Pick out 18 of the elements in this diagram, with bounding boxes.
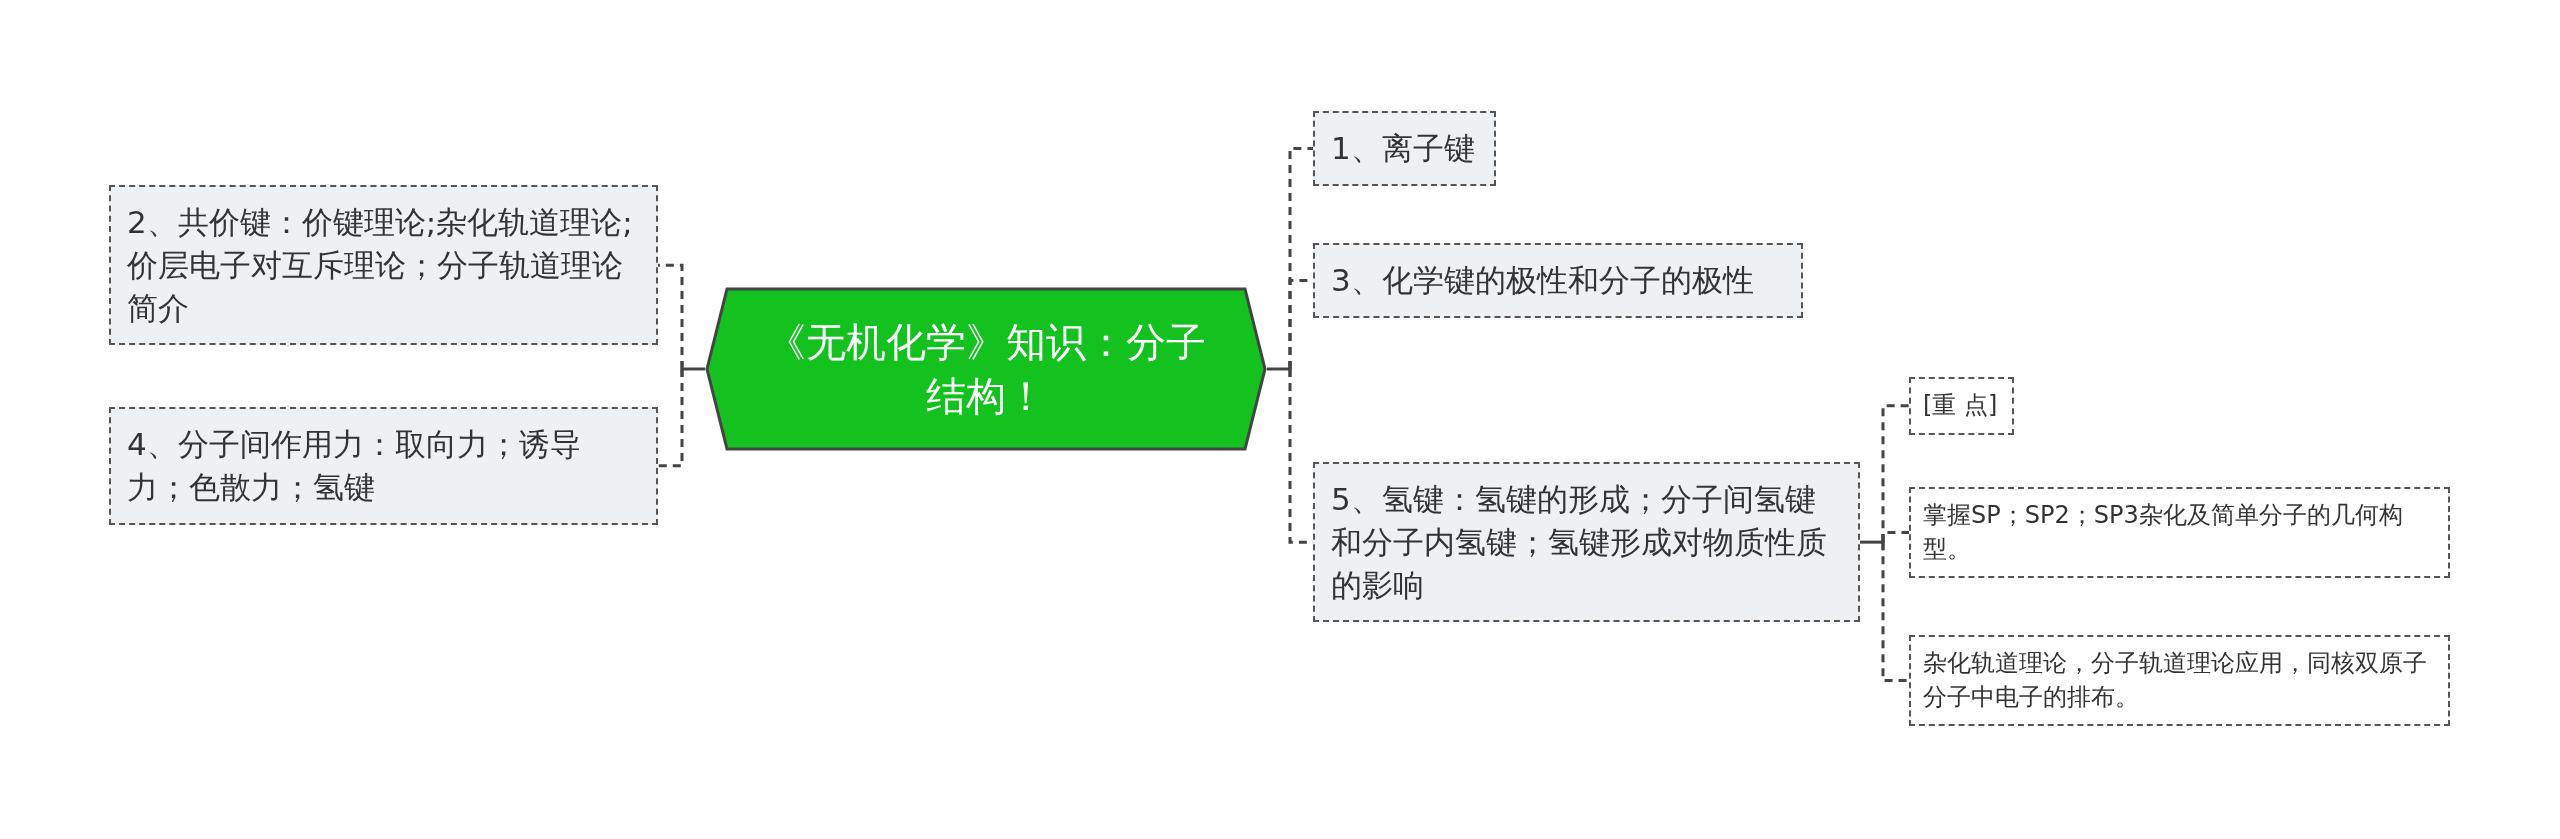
topic-hexagon bbox=[705, 287, 1267, 451]
subtopic-box bbox=[1313, 243, 1803, 318]
subtopic-box bbox=[109, 407, 658, 525]
topic-text: 《无机化学》知识：分子结构！ bbox=[765, 318, 1207, 421]
subtopic-box bbox=[1313, 111, 1496, 186]
subtopic-box bbox=[1313, 462, 1860, 623]
detail-box bbox=[1909, 377, 2014, 435]
detail-box bbox=[1909, 487, 2450, 579]
detail-text: 掌握SP；SP2；SP3杂化及简单分子的几何构型。 bbox=[1923, 500, 2404, 565]
detail-text: [重 点] bbox=[1923, 390, 1998, 421]
detail-text: 杂化轨道理论，分子轨道理论应用，同核双原子分子中电子的排布。 bbox=[1923, 648, 2428, 713]
subtopic-box bbox=[109, 185, 658, 346]
subtopic-text: 4、分子间作用力：取向力；诱导力；色散力；氢键 bbox=[127, 425, 582, 507]
subtopic-text: 5、氢键：氢键的形成；分子间氢键和分子内氢键；氢键形成对物质性质的影响 bbox=[1331, 480, 1828, 605]
subtopic-text: 1、离子键 bbox=[1331, 129, 1475, 168]
subtopic-text: 2、共价键：价键理论;杂化轨道理论;价层电子对互斥理论；分子轨道理论简介 bbox=[127, 203, 634, 328]
subtopic-text: 3、化学键的极性和分子的极性 bbox=[1331, 261, 1754, 300]
detail-box bbox=[1909, 635, 2450, 727]
